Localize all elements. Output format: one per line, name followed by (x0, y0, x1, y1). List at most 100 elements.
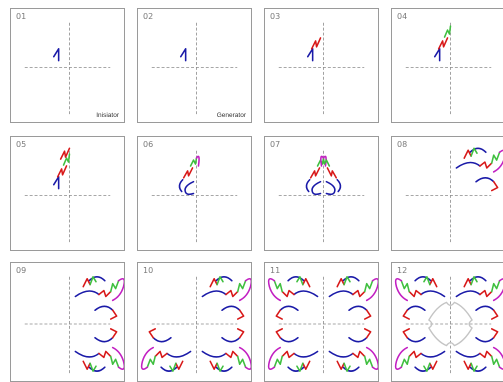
green-zigzag (274, 356, 282, 367)
green-zigzag (424, 277, 430, 285)
blue-arc (337, 180, 340, 192)
red-zigzag (353, 351, 365, 357)
motif-upper-right (202, 277, 251, 319)
motif-upper-right (456, 277, 503, 319)
step-panel-11: 11 (264, 262, 379, 382)
generator-stroke (181, 49, 186, 61)
motif-upper-left (396, 277, 445, 319)
step-number: 05 (16, 140, 26, 149)
step-number: 01 (16, 12, 26, 21)
blue-arc (306, 180, 309, 192)
blue-crescent (407, 306, 425, 310)
step-number: 06 (143, 140, 153, 149)
red-zigzag (409, 291, 421, 297)
panel-canvas (265, 137, 378, 250)
red-zigzag (403, 329, 409, 338)
red-zigzag (276, 329, 282, 338)
blue-crescent (75, 291, 99, 296)
red-zigzag (365, 310, 371, 319)
panel-canvas (138, 9, 251, 122)
red-zigzag (327, 168, 336, 178)
red-zigzag (99, 291, 111, 297)
blue-crescent (280, 338, 298, 342)
generator-stroke (435, 49, 440, 61)
green-zigzag (111, 356, 119, 367)
step-number: 03 (270, 12, 280, 21)
blue-crescent (456, 291, 480, 296)
panel-canvas (138, 137, 251, 250)
step-panel-05: 05 (10, 136, 125, 251)
blue-crescent (185, 182, 193, 195)
step-number: 07 (270, 140, 280, 149)
fractal-figure (435, 26, 451, 60)
blue-crescent (476, 306, 494, 310)
step-panel-07: 07 (264, 136, 379, 251)
step-panel-12: 12 (391, 262, 503, 382)
green-zigzag (297, 277, 303, 285)
green-zigzag (365, 356, 373, 367)
motif-lower-right (329, 329, 378, 371)
step-panel-08: 08 (391, 136, 503, 251)
step-number: 04 (397, 12, 407, 21)
red-zigzag (312, 38, 321, 49)
blue-crescent (153, 338, 171, 342)
green-zigzag (365, 281, 373, 292)
step-panel-10: 10 (137, 262, 252, 382)
red-zigzag (365, 329, 371, 338)
blue-crescent (294, 351, 318, 356)
green-zigzag (238, 281, 246, 292)
green-zigzag (424, 363, 430, 371)
green-zigzag (471, 363, 477, 371)
blue-crescent (95, 306, 113, 310)
blue-crescent (294, 291, 318, 296)
blue-crescent (407, 338, 425, 342)
red-zigzag (184, 168, 193, 178)
red-zigzag (480, 162, 492, 168)
green-zigzag (401, 356, 409, 367)
panel-canvas (392, 9, 503, 122)
blue-crescent (329, 351, 353, 356)
red-zigzag (403, 310, 409, 319)
blue-crescent (95, 338, 113, 342)
motif-upper-right (456, 148, 503, 190)
panel-canvas (138, 263, 251, 381)
motif-upper-left (269, 277, 318, 319)
panel-caption: Generator (217, 112, 246, 119)
green-zigzag (492, 281, 500, 292)
motif-lower-left (142, 329, 191, 371)
red-zigzag (226, 291, 238, 297)
green-zigzag (274, 281, 282, 292)
step-number: 12 (397, 266, 407, 275)
red-zigzag (238, 329, 244, 338)
green-zigzag (297, 363, 303, 371)
blue-crescent (476, 338, 494, 342)
panel-canvas (265, 263, 378, 381)
red-zigzag-upper (61, 148, 70, 159)
blue-crescent (222, 306, 240, 310)
blue-crescent (280, 306, 298, 310)
motif-lower-left (396, 329, 445, 371)
green-zigzag (471, 277, 477, 285)
green-zigzag (401, 281, 409, 292)
red-zigzag (353, 291, 365, 297)
green-zigzag (147, 356, 155, 367)
step-panel-06: 06 (137, 136, 252, 251)
fractal-figure (181, 49, 186, 61)
generator-stroke (54, 177, 59, 189)
step-panel-04: 04 (391, 8, 503, 123)
panel-canvas (11, 9, 124, 122)
red-zigzag (111, 310, 117, 319)
generator-stroke (54, 49, 59, 61)
magenta-curve (196, 156, 199, 166)
red-zigzag (480, 291, 492, 297)
red-zigzag (492, 329, 498, 338)
fractal-figure (54, 148, 70, 188)
blue-crescent (421, 351, 445, 356)
green-zigzag (492, 152, 500, 163)
blue-crescent (167, 351, 191, 356)
red-zigzag (282, 291, 294, 297)
blue-crescent (456, 351, 480, 356)
step-number: 02 (143, 12, 153, 21)
